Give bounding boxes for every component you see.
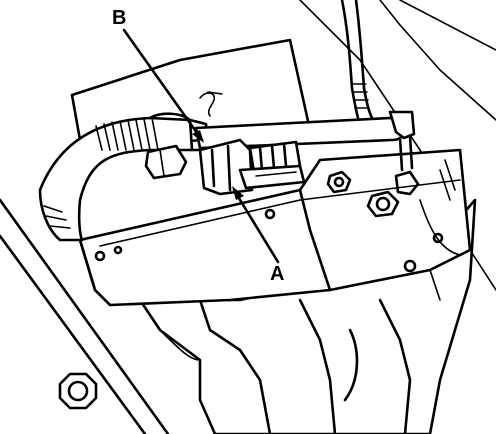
right-cable xyxy=(340,0,374,120)
callout-b-label: B xyxy=(112,7,126,29)
callout-a-label: A xyxy=(270,263,284,285)
connector xyxy=(198,138,306,196)
wire-harness xyxy=(194,110,416,172)
hose-clamp xyxy=(144,144,188,180)
module-body xyxy=(78,148,472,307)
callout-b: B xyxy=(112,7,204,143)
bolt-head xyxy=(58,372,98,410)
callout-a: A xyxy=(232,186,284,285)
